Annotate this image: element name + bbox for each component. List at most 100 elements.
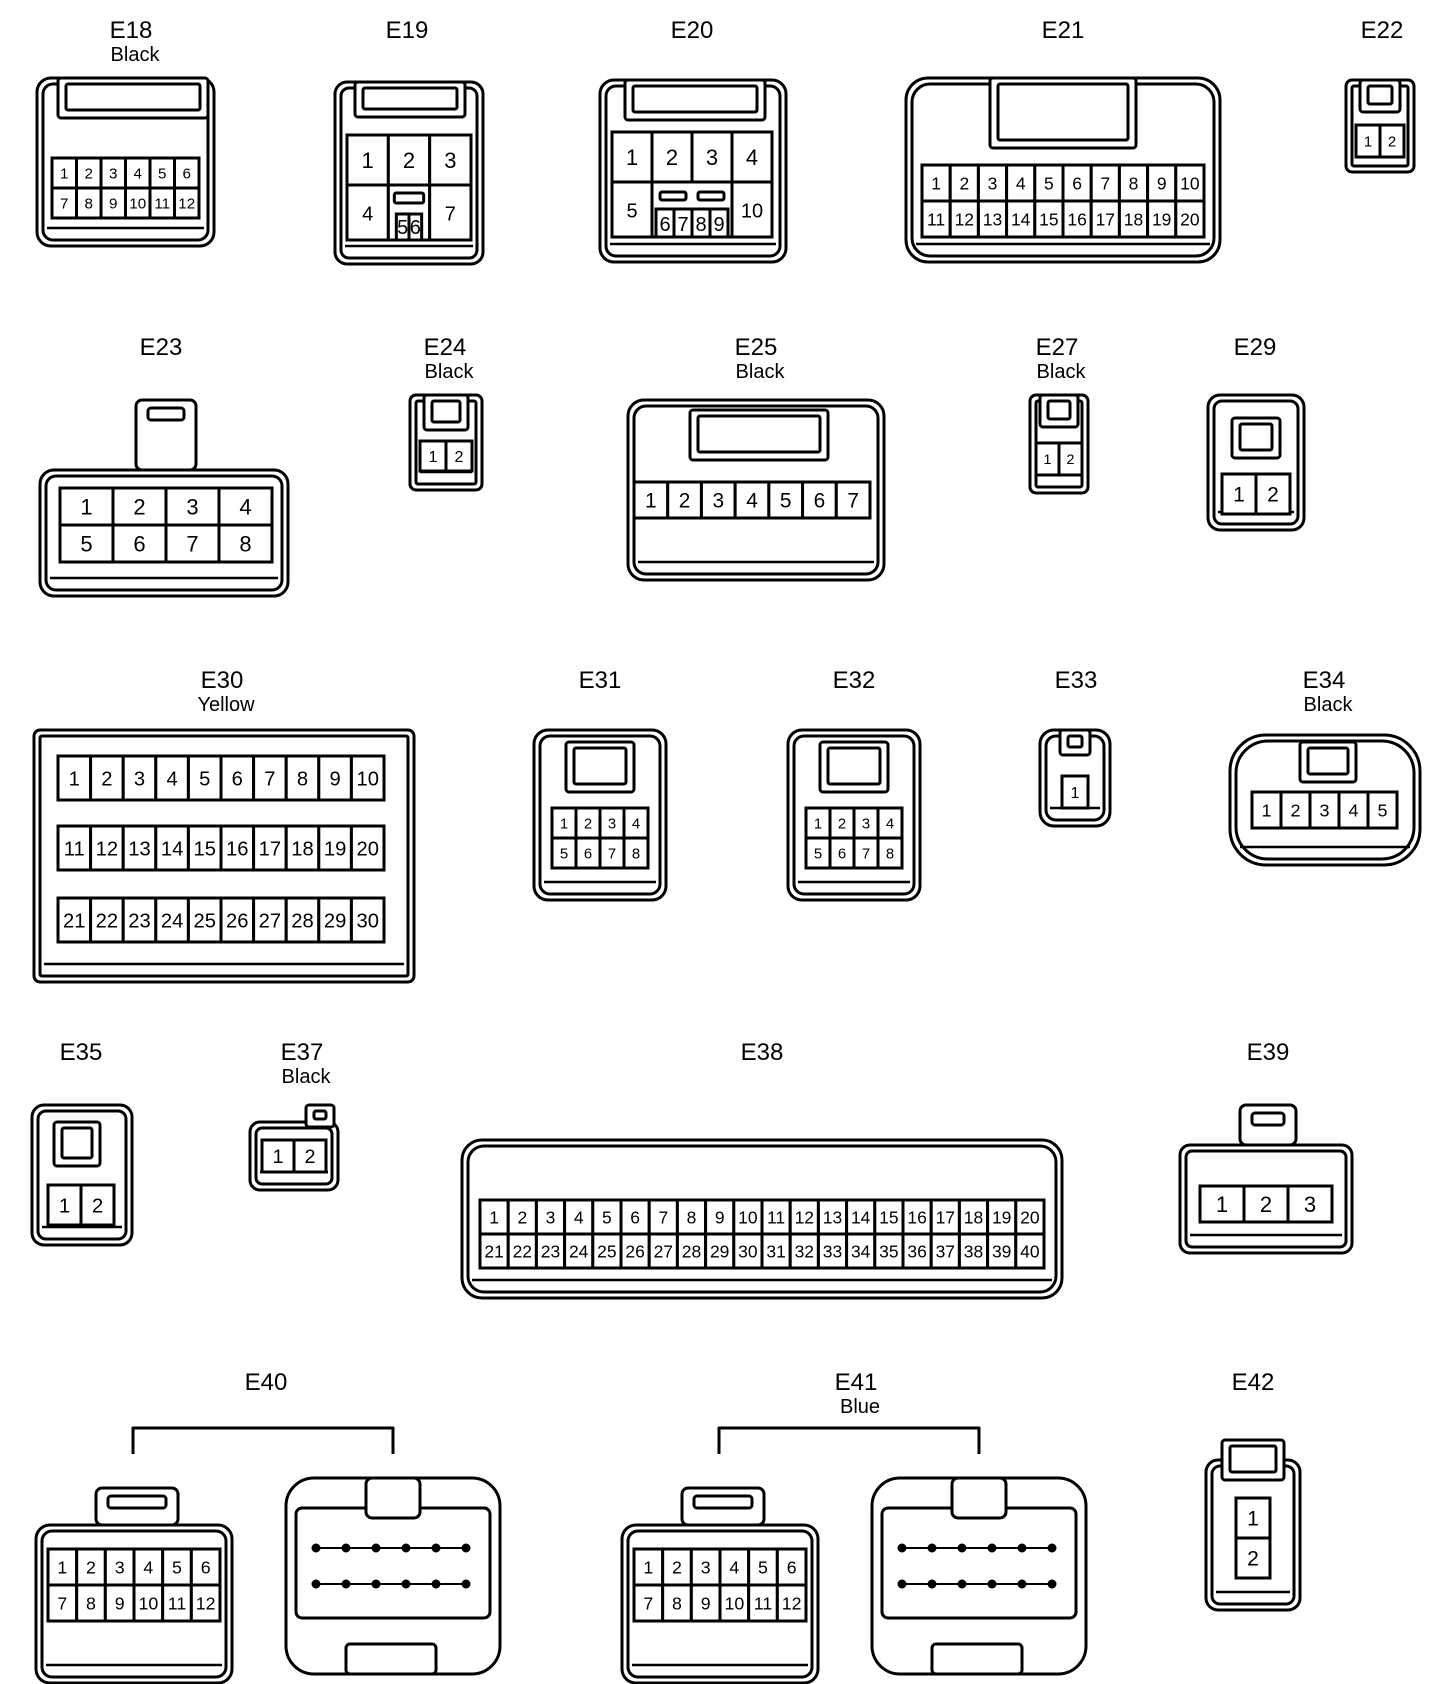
pin-e30-11: 11 [64,838,85,860]
connector-label-e29: E29 [1233,334,1277,361]
pin-e41-12: 12 [782,1593,802,1613]
pin-e21-5: 5 [1044,173,1054,193]
connector-color-e37: Black [281,1066,331,1088]
pin-e21-19: 19 [1152,209,1171,229]
connector-label-e38: E38 [740,1039,784,1066]
pin-e39-3: 3 [1304,1192,1316,1217]
pin-e19-2: 2 [403,148,415,173]
connector-label-e35: E35 [59,1039,103,1066]
pin-e32-1: 1 [814,816,822,832]
pin-e38-37: 37 [936,1241,955,1261]
connector-label-e18: E18 [109,17,153,44]
connector-label-e33: E33 [1054,667,1098,694]
pin-e18-11: 11 [154,195,170,212]
pin-e18-1: 1 [60,165,68,182]
pin-e39-1: 1 [1216,1192,1228,1217]
connector-color-e41: Blue [839,1396,881,1418]
pin-e32-3: 3 [862,816,870,832]
pin-e18-8: 8 [85,195,93,212]
pin-e18-6: 6 [183,165,191,182]
pin-e38-38: 38 [964,1241,983,1261]
pin-e20-9: 9 [713,214,724,236]
pin-e30-28: 28 [291,910,313,932]
pin-e30-29: 29 [324,910,346,932]
pin-e30-22: 22 [96,910,118,932]
connector-color-e18: Black [110,44,160,66]
pin-e38-6: 6 [630,1207,640,1227]
pin-e38-32: 32 [795,1241,814,1261]
pin-e40-1: 1 [57,1557,67,1577]
pin-e30-16: 16 [226,838,248,860]
pin-e30-19: 19 [324,838,346,860]
pin-e30-20: 20 [356,838,378,860]
pin-e31-1: 1 [560,816,568,832]
pin-e38-4: 4 [574,1207,584,1227]
pin-e21-10: 10 [1180,173,1200,193]
pin-e30-5: 5 [199,768,210,790]
connector-color-e25: Black [735,361,785,383]
pin-e38-10: 10 [738,1207,758,1227]
pin-e23-6: 6 [133,531,145,556]
pin-e38-23: 23 [541,1241,560,1261]
pin-e40-7: 7 [57,1593,67,1613]
pin-e30-3: 3 [134,768,145,790]
pin-e24-1: 1 [429,448,438,466]
pin-e18-12: 12 [178,195,195,212]
pin-e41-1: 1 [643,1557,653,1577]
pin-e38-15: 15 [879,1207,898,1227]
pin-e21-20: 20 [1180,209,1200,229]
pin-e30-18: 18 [291,838,313,860]
pin-e34-1: 1 [1262,800,1272,820]
pin-e20-2: 2 [666,145,678,170]
pin-e18-5: 5 [158,165,166,182]
pin-e30-30: 30 [356,910,378,932]
pin-e38-9: 9 [715,1207,725,1227]
connector-label-e22: E22 [1360,17,1404,44]
pin-e21-13: 13 [983,209,1002,229]
pin-e30-14: 14 [161,838,183,860]
pin-e30-17: 17 [259,838,281,860]
pin-e21-14: 14 [1011,209,1031,229]
pin-e38-11: 11 [767,1207,785,1227]
pin-e40-9: 9 [115,1593,125,1613]
pin-e20-10: 10 [741,201,763,223]
pin-e30-9: 9 [329,768,340,790]
pin-e34-3: 3 [1320,800,1330,820]
connector-e42: 12 [1204,1438,1302,1612]
pin-e25-6: 6 [814,490,826,513]
pin-e38-34: 34 [851,1241,871,1261]
pin-e19-4: 4 [362,204,373,226]
pin-e18-3: 3 [109,165,117,182]
pin-e38-40: 40 [1020,1241,1040,1261]
pin-e32-8: 8 [886,846,894,862]
pin-e31-6: 6 [584,846,592,862]
pin-e31-2: 2 [584,816,592,832]
pin-e21-7: 7 [1100,173,1110,193]
pin-e42-1: 1 [1247,1508,1259,1531]
pin-e23-8: 8 [239,531,251,556]
pin-e38-36: 36 [907,1241,926,1261]
pin-e41-9: 9 [701,1593,711,1613]
pin-e21-1: 1 [931,173,941,193]
pin-e40-6: 6 [201,1557,211,1577]
pin-e18-9: 9 [109,195,117,212]
pin-e38-30: 30 [738,1241,758,1261]
pin-e40-8: 8 [86,1593,96,1613]
pin-e40-2: 2 [86,1557,96,1577]
pin-e41-8: 8 [672,1593,682,1613]
pin-e38-25: 25 [597,1241,616,1261]
pin-e23-5: 5 [80,531,92,556]
pin-e41-6: 6 [787,1557,797,1577]
pin-e38-5: 5 [602,1207,612,1227]
pin-e40-3: 3 [115,1557,125,1577]
pin-e40-10: 10 [138,1593,158,1613]
pin-e38-14: 14 [851,1207,871,1227]
connector-color-e30: Yellow [197,694,255,716]
